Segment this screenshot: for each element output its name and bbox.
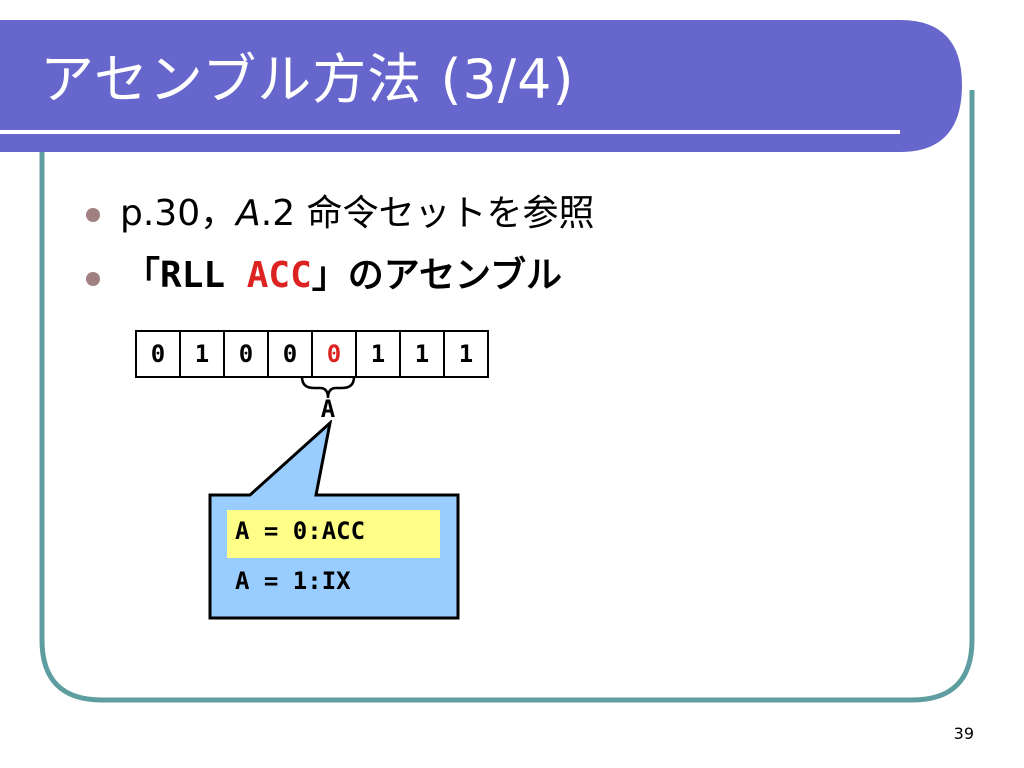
bullet-dot: [86, 272, 100, 286]
bit-cell: 0: [267, 332, 311, 376]
bit-cell: 1: [355, 332, 399, 376]
content-frame-border: [39, 90, 975, 703]
bullet-2-open-bracket: 「: [124, 255, 161, 296]
callout-line-acc: A = 0:ACC: [235, 517, 366, 545]
bit-cell: 0: [150, 340, 166, 368]
field-brace: [300, 376, 356, 399]
bullet-dot: [86, 208, 100, 222]
page-number: 39: [953, 724, 974, 743]
bullet-2-mnemonic: RLL: [160, 255, 226, 296]
bullet-1-text: p.30，A.2 命令セットを参照: [120, 192, 595, 236]
callout-highlight: [227, 510, 440, 558]
bullet-2-close-text: 」のアセンブル: [311, 255, 562, 296]
title-bar: [0, 20, 962, 152]
callout-line-ix: A = 1:IX: [235, 567, 351, 595]
bit-cell: 1: [399, 332, 443, 376]
bullet-2-operand: ACC: [246, 255, 312, 296]
bit-cell: 0: [223, 332, 267, 376]
slide-title: アセンブル方法 (3/4): [40, 48, 575, 111]
instruction-bit-row: 0 1 0 0 0 1 1 1: [135, 330, 489, 378]
bit-cell: 1: [443, 332, 487, 376]
bullet-1-reference: p.30，: [120, 193, 237, 234]
bullet-1-suffix: .2 命令セットを参照: [260, 193, 595, 234]
bullet-2-text: 「RLL ACC」のアセンブル: [124, 254, 562, 298]
bit-cell: 1: [179, 332, 223, 376]
bit-cell-highlighted: 0: [311, 332, 355, 376]
bullet-1-section-letter: A: [236, 193, 261, 234]
field-label-a: A: [320, 395, 336, 423]
